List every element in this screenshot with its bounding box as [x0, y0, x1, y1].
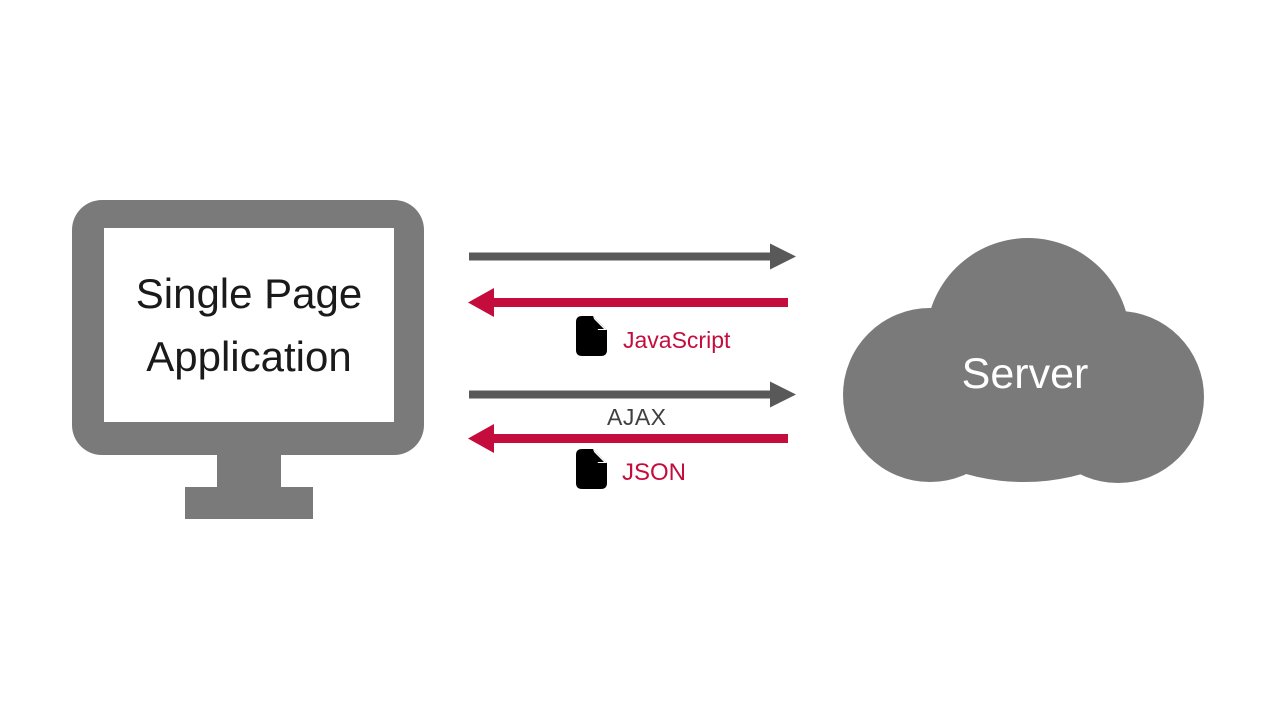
ajax-request-arrow-icon [469, 381, 796, 408]
json-response-arrow-icon [468, 424, 788, 453]
javascript-label: JavaScript [623, 327, 731, 353]
json-label: JSON [622, 459, 687, 486]
spa-label: Single Page Application [135, 270, 363, 380]
file-icon [576, 316, 607, 356]
request-arrow-icon [469, 243, 796, 270]
javascript-response-arrow-icon [468, 288, 788, 317]
file-icon [576, 449, 607, 489]
monitor-screen: Single Page Application [104, 228, 394, 422]
cloud-icon [843, 238, 1204, 483]
ajax-label: AJAX [607, 404, 667, 430]
monitor-stand-neck [217, 454, 281, 489]
monitor-stand-base [185, 487, 313, 519]
server-label: Server [961, 350, 1089, 398]
